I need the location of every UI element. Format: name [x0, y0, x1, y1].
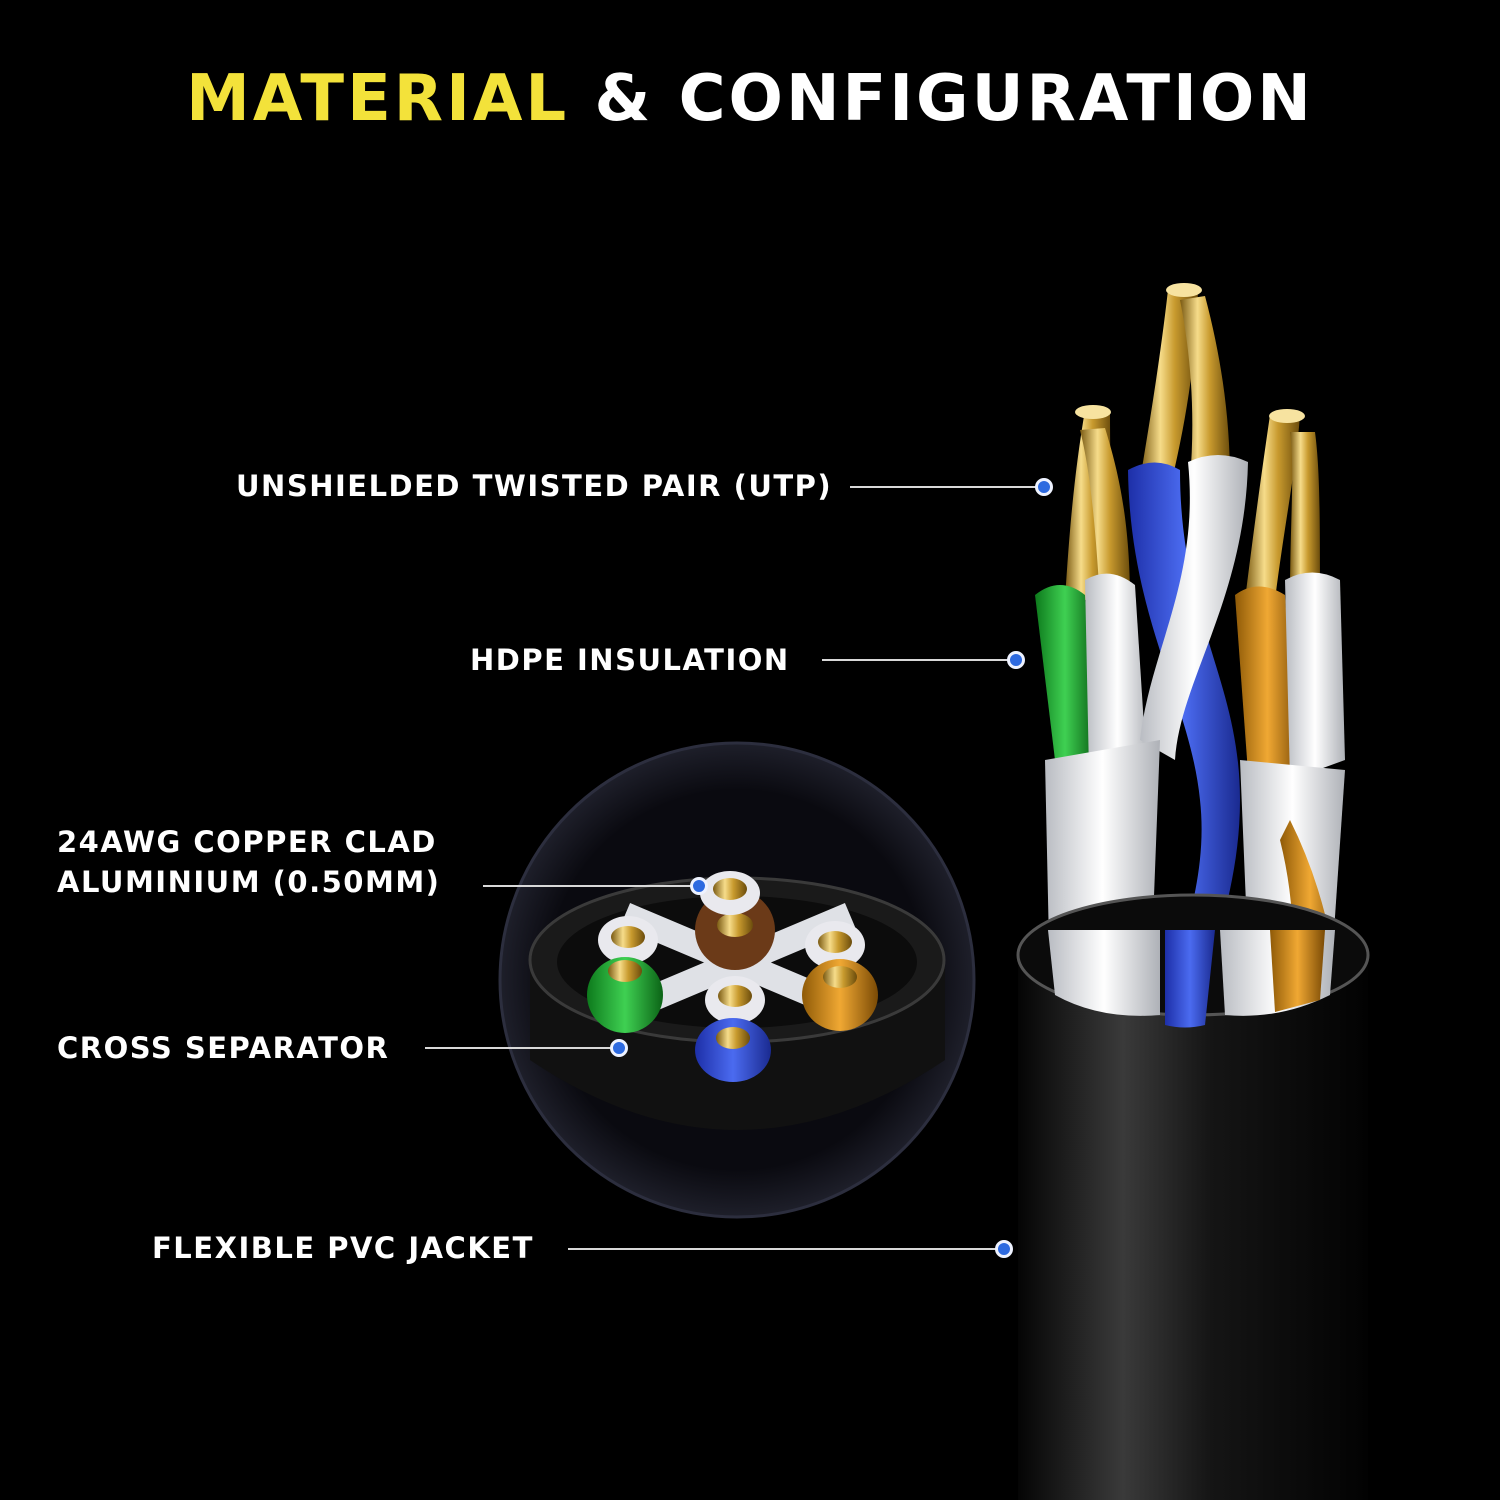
callout-copper-dot [690, 877, 708, 895]
cross-section-view [498, 741, 976, 1219]
callout-hdpe-label: HDPE INSULATION [470, 643, 790, 677]
callout-utp-label: UNSHIELDED TWISTED PAIR (UTP) [236, 469, 833, 503]
callout-jacket-line [568, 1248, 998, 1250]
callout-hdpe-line [822, 659, 1012, 661]
callout-separator-label: CROSS SEPARATOR [57, 1031, 390, 1065]
page-title: MATERIAL & CONFIGURATION [0, 62, 1500, 136]
callout-utp-line [850, 486, 1040, 488]
callout-utp-dot [1035, 478, 1053, 496]
callout-copper-line [483, 885, 693, 887]
title-highlight: MATERIAL [186, 62, 570, 136]
callout-separator-dot [610, 1039, 628, 1057]
callout-hdpe-dot [1007, 651, 1025, 669]
callout-copper-label-line1: 24AWG COPPER CLAD [57, 825, 437, 859]
callout-jacket-label: FLEXIBLE PVC JACKET [152, 1231, 534, 1265]
callout-jacket-dot [995, 1240, 1013, 1258]
title-rest: & CONFIGURATION [594, 62, 1314, 136]
cable-conductors [1065, 283, 1320, 600]
callout-copper-label-line2: ALUMINIUM (0.50MM) [57, 865, 441, 899]
callout-separator-line [425, 1047, 613, 1049]
